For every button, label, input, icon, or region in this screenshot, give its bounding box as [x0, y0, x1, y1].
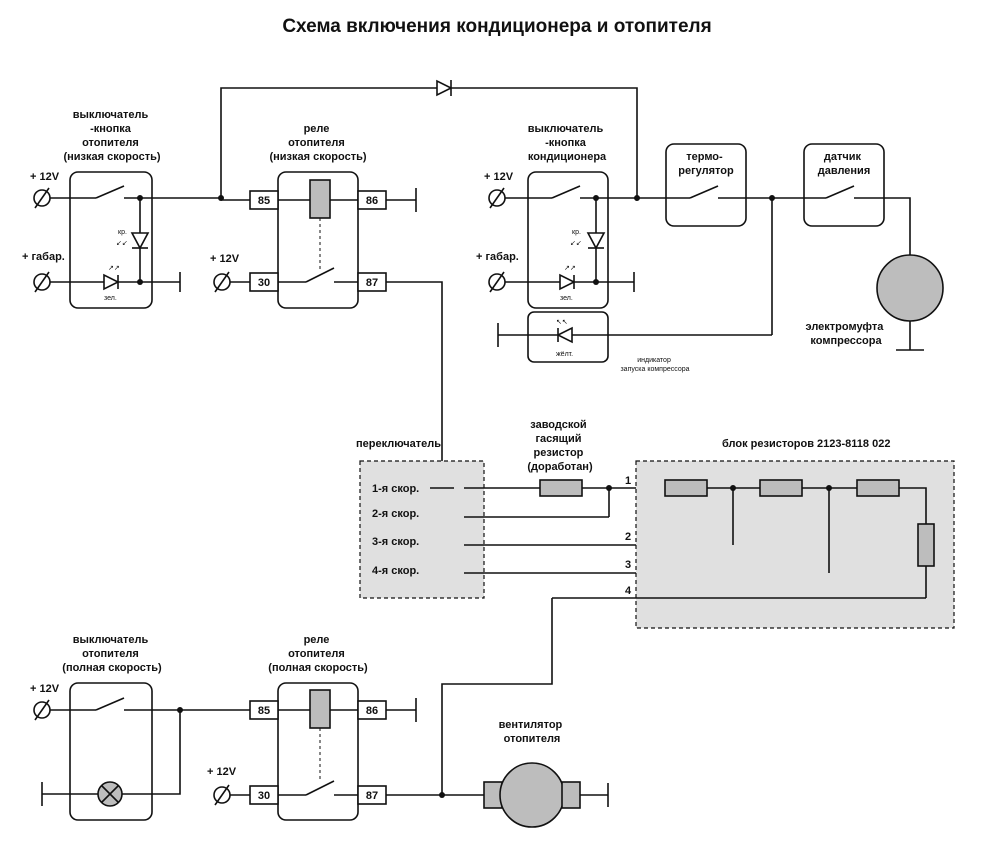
- svg-text:2: 2: [625, 531, 631, 543]
- svg-text:↖↖: ↖↖: [556, 319, 568, 326]
- speed-selector: переключатель 1-я скор. 2-я скор. 3-я ск…: [356, 438, 829, 599]
- pressure-sensor: датчик давления: [803, 143, 911, 256]
- svg-text:30: 30: [258, 277, 270, 289]
- yellow-led-icon: [556, 326, 573, 344]
- svg-text:4-я скор.: 4-я скор.: [372, 565, 419, 577]
- svg-text:зел.: зел.: [104, 295, 117, 302]
- parking-label: + габар.: [22, 251, 65, 263]
- svg-text:+ 12V: + 12V: [484, 171, 514, 183]
- svg-text:3: 3: [625, 559, 631, 571]
- compressor-clutch: электромуфта компрессора: [806, 254, 944, 351]
- diagram-title: Схема включения кондиционера и отопителя: [282, 16, 711, 37]
- resistor-icon: [759, 479, 803, 497]
- diode-icon: [436, 79, 453, 97]
- green-led-icon: [559, 273, 576, 291]
- svg-text:+ 12V: + 12V: [210, 253, 240, 265]
- svg-text:↗↗: ↗↗: [564, 265, 576, 272]
- green-led-icon: [103, 273, 120, 291]
- svg-text:86: 86: [366, 195, 378, 207]
- red-led-icon: [586, 232, 606, 250]
- resistor-block: блок резисторов 2123-8118 022 1 2 3 4: [552, 438, 955, 629]
- svg-text:электромуфта компрессора: электромуфта компрессора: [806, 321, 887, 347]
- svg-text:86: 86: [366, 705, 378, 717]
- svg-text:1-я скор.: 1-я скор.: [372, 483, 419, 495]
- svg-text:2-я скор.: 2-я скор.: [372, 508, 419, 520]
- svg-text:30: 30: [258, 790, 270, 802]
- fan-motor-icon: [499, 762, 565, 828]
- resistor-icon: [664, 479, 708, 497]
- switch-full-speed: выключатель отопителя (полная скорость) …: [30, 634, 250, 821]
- switch-low-speed: выключатель -кнопка отопителя (низкая ск…: [22, 109, 224, 309]
- relay-coil-icon: [309, 689, 331, 729]
- svg-text:индикатор запуска компре: индикатор запуска компрессора: [620, 357, 689, 373]
- svg-text:вентилятор отопителя: вентилятор отопителя: [499, 719, 566, 745]
- red-led-icon: [130, 232, 150, 250]
- svg-text:переключатель: переключатель: [356, 438, 441, 450]
- svg-text:реле отопителя (ни: реле отопителя (низкая скорость): [269, 123, 366, 163]
- svg-text:реле отопителя (по: реле отопителя (полная скорость): [268, 634, 368, 674]
- svg-text:заводской гасящий: заводской гасящий резистор (доработан): [527, 419, 593, 473]
- top-diode-wire: [220, 79, 638, 198]
- svg-text:+ габар.: + габар.: [476, 251, 519, 263]
- svg-text:87: 87: [366, 277, 378, 289]
- svg-text:кр.: кр.: [572, 229, 581, 236]
- relay-low-speed: реле отопителя (низкая скорость) 85 86 +…: [210, 123, 443, 488]
- svg-text:термо- регулятор: термо- регулятор: [678, 151, 734, 177]
- clutch-icon: [876, 254, 944, 322]
- fan-feed-wire: [441, 598, 553, 795]
- svg-text:85: 85: [258, 195, 270, 207]
- switch-ac: выключатель -кнопка кондиционера + 12V к…: [476, 123, 772, 373]
- resistor-icon: [917, 523, 935, 567]
- svg-text:+ 12V: + 12V: [30, 683, 60, 695]
- svg-text:87: 87: [366, 790, 378, 802]
- supply-12v-label: + 12V: [30, 171, 60, 183]
- svg-text:кр.: кр.: [118, 229, 127, 236]
- sw-low-label: выключатель -кнопка отопителя (низкая ск…: [63, 109, 160, 163]
- svg-text:выключатель отопителя: выключатель отопителя (полная скорость): [62, 634, 162, 674]
- svg-text:выключатель -кнопка: выключатель -кнопка кондиционера: [528, 123, 607, 163]
- svg-text:4: 4: [625, 585, 632, 597]
- resistor-icon: [539, 479, 583, 497]
- svg-text:3-я скор.: 3-я скор.: [372, 536, 419, 548]
- svg-text:блок резисторов 2123-8118 022: блок резисторов 2123-8118 022: [722, 438, 890, 450]
- svg-text:↙↙: ↙↙: [570, 240, 582, 247]
- relay-full-speed: реле отопителя (полная скорость) 85 86 +…: [207, 634, 484, 821]
- svg-text:↙↙: ↙↙: [116, 240, 128, 247]
- thermostat: термо- регулятор: [665, 143, 804, 335]
- svg-text:+ 12V: + 12V: [207, 766, 237, 778]
- relay-coil-icon: [309, 179, 331, 219]
- heater-fan: вентилятор отопителя: [483, 719, 609, 828]
- svg-text:85: 85: [258, 705, 270, 717]
- svg-text:зел.: зел.: [560, 295, 573, 302]
- resistor-icon: [856, 479, 900, 497]
- svg-text:датчик давления: датчик давления: [818, 151, 871, 177]
- svg-text:↗↗: ↗↗: [108, 265, 120, 272]
- svg-text:1: 1: [625, 475, 631, 487]
- svg-text:жёлт.: жёлт.: [556, 351, 573, 358]
